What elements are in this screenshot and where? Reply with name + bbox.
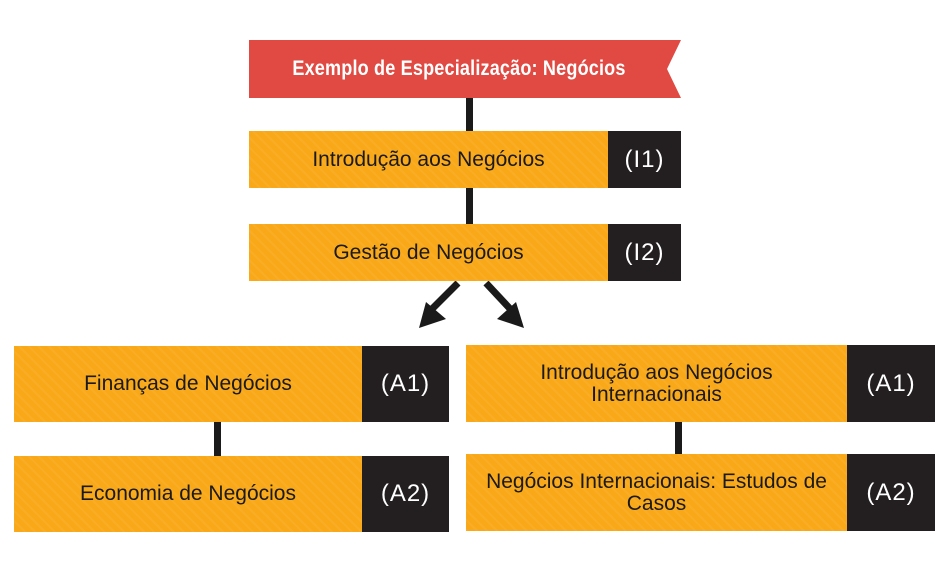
arrow-head-left [419,302,446,328]
course-negocios-internacionais-casos: Negócios Internacionais: Estudos de Caso… [466,454,935,531]
course-label: Finanças de Negócios [84,372,292,395]
level-badge: (A1) [362,346,449,422]
level-badge: (I1) [608,131,681,188]
banner-ribbon [249,40,681,98]
course-economia-negocios: Economia de Negócios (A2) [14,456,449,532]
course-label: Economia de Negócios [80,482,296,505]
diagram-title: Exemplo de Especialização: Negócios [292,57,626,80]
course-gestao-negocios: Gestão de Negócios (I2) [249,224,681,281]
connector-intro-gestao [466,188,473,224]
level-badge: (A1) [847,345,935,422]
course-label: Introdução aos Negócios Internacionais [540,360,773,406]
connector-intl [675,422,682,454]
course-label: Gestão de Negócios [333,240,524,264]
arrow-head-right [497,302,524,328]
connector-title-intro [466,98,473,131]
course-financas-negocios: Finanças de Negócios (A1) [14,346,449,422]
level-badge: (A2) [847,454,935,531]
connector-financas-economia [214,422,221,456]
course-label: Negócios Internacionais: Estudos de Caso… [486,469,827,515]
title-banner: Exemplo de Especialização: Negócios [249,40,681,98]
course-intro-negocios: Introdução aos Negócios (I1) [249,131,681,188]
course-intro-negocios-internacionais: Introdução aos Negócios Internacionais (… [466,345,935,422]
level-badge: (A2) [362,456,449,532]
level-badge: (I2) [608,224,681,281]
course-label: Introdução aos Negócios [312,147,545,171]
